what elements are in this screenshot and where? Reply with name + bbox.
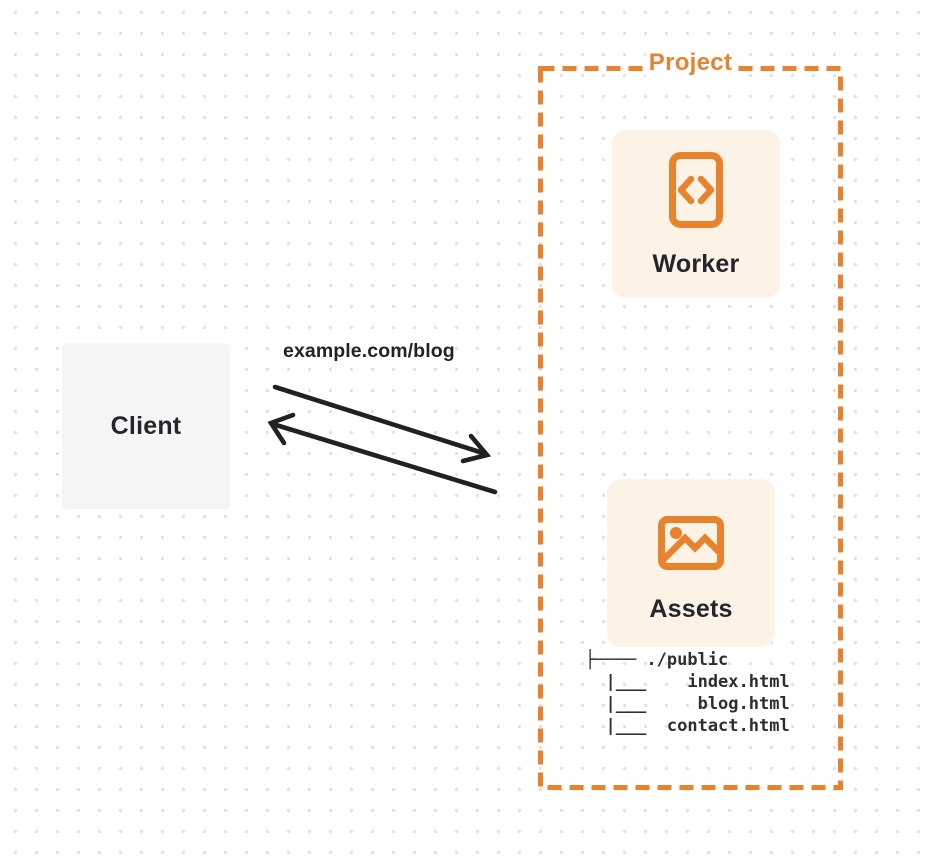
- client-node: Client: [62, 343, 230, 509]
- assets-node: Assets: [607, 479, 775, 647]
- project-title-text: Project: [645, 49, 736, 77]
- client-label: Client: [110, 411, 182, 440]
- image-icon: [658, 516, 724, 570]
- worker-node: Worker: [612, 130, 780, 298]
- worker-label: Worker: [652, 250, 740, 278]
- response-arrowhead-icon: [267, 412, 296, 446]
- code-file-icon: [669, 152, 723, 228]
- request-arrow-line: [272, 384, 486, 456]
- assets-file-tree: ├──── ./public |___ index.html |___ blog…: [585, 650, 790, 736]
- response-arrow-line: [273, 422, 498, 495]
- assets-label: Assets: [649, 595, 733, 623]
- project-title: Project: [538, 49, 843, 77]
- project-dashed-border: [538, 66, 843, 790]
- request-arrowhead-icon: [460, 433, 492, 464]
- project-container: Project Worker Assets: [538, 49, 843, 790]
- request-url-label: example.com/blog: [283, 340, 455, 362]
